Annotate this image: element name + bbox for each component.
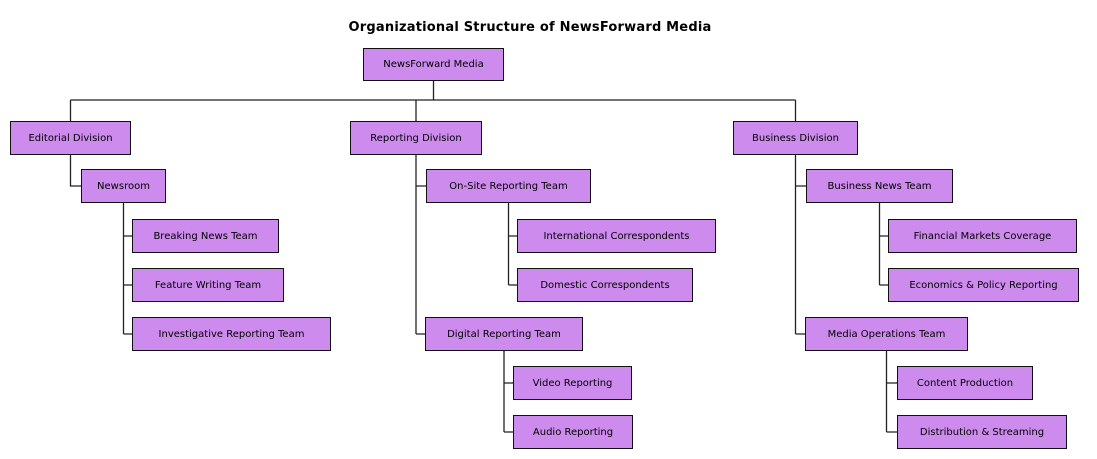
connector-editorial-to-newsroom (69, 155, 81, 187)
chart-title: Organizational Structure of NewsForward … (348, 20, 712, 35)
node-newsforward-media: NewsForward Media (363, 48, 504, 81)
node-reporting-division: Reporting Division (350, 121, 482, 155)
connector-digital-to-children (503, 351, 513, 433)
node-breaking-news-team: Breaking News Team (132, 219, 279, 253)
node-international-correspondents: International Correspondents (517, 219, 716, 253)
node-feature-writing-team: Feature Writing Team (132, 268, 284, 302)
node-investigative-reporting-team: Investigative Reporting Team (132, 317, 331, 351)
node-domestic-correspondents: Domestic Correspondents (517, 268, 693, 302)
node-editorial-division: Editorial Division (10, 121, 131, 155)
node-economics-policy-reporting: Economics & Policy Reporting (888, 268, 1079, 302)
node-business-division: Business Division (733, 121, 858, 155)
node-video-reporting: Video Reporting (513, 366, 632, 400)
connector-onsite-to-children (507, 203, 517, 286)
node-financial-markets-coverage: Financial Markets Coverage (888, 219, 1077, 253)
connector-business-to-children (794, 155, 806, 335)
node-distribution-streaming: Distribution & Streaming (897, 415, 1067, 449)
connector-biznews-to-children (878, 203, 888, 286)
node-media-operations-team: Media Operations Team (805, 317, 968, 351)
node-audio-reporting: Audio Reporting (513, 415, 633, 449)
node-on-site-reporting-team: On-Site Reporting Team (426, 169, 591, 203)
node-digital-reporting-team: Digital Reporting Team (425, 317, 583, 351)
node-business-news-team: Business News Team (806, 169, 953, 203)
node-content-production: Content Production (897, 366, 1033, 400)
node-newsroom: Newsroom (81, 169, 166, 203)
connector-mediaops-to-children (885, 351, 897, 433)
connector-root-to-divisions (69, 81, 797, 121)
connector-newsroom-to-children (122, 203, 132, 335)
connector-reporting-to-children (415, 155, 426, 335)
